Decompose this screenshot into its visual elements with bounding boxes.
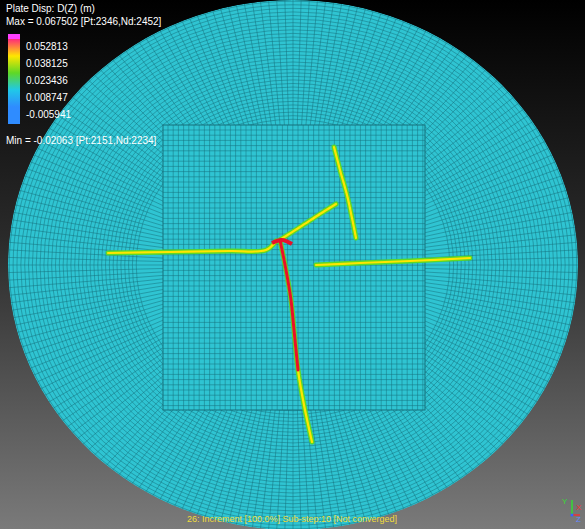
mesh-ring [55, 44, 530, 486]
mesh-ring [136, 119, 450, 411]
colorbar-value: -0.005941 [26, 109, 71, 120]
mesh-ring [113, 98, 473, 432]
mesh-ring [125, 109, 462, 422]
axis-label: Y [562, 498, 567, 507]
crack-bands [108, 147, 470, 442]
mesh-ring [25, 16, 562, 515]
colorbar-swatch [8, 56, 20, 73]
mesh-ring [82, 69, 503, 461]
axis-label: X [576, 504, 581, 513]
mesh-ring [29, 19, 558, 511]
mesh-ring [86, 73, 500, 458]
mesh-ring [132, 116, 453, 415]
mesh-ring [121, 105, 465, 425]
colorbar-swatch [8, 90, 20, 107]
colorbar-swatch [8, 107, 20, 124]
mesh-ring [13, 5, 573, 525]
mesh-ring [44, 33, 542, 496]
plot-title: Plate Disp: D(Z) (m) [6, 3, 95, 14]
colorbar-value: 0.038125 [26, 58, 68, 69]
mesh-ring [21, 12, 565, 518]
mesh-ring [117, 101, 469, 428]
square-mesh [163, 125, 425, 410]
mesh-ring [90, 76, 496, 453]
mesh-ring [32, 23, 553, 508]
mesh-ring [9, 1, 576, 529]
mesh-ring [36, 26, 550, 504]
status-line: 26: Increment [100.0%] Sub-step:10 [Not … [187, 515, 397, 525]
mesh-ring [79, 66, 508, 465]
mesh-ring [52, 41, 535, 490]
colorbar-value: 0.023436 [26, 75, 68, 86]
mesh-ring [40, 30, 546, 500]
plate-disc [8, 0, 578, 529]
axis-label: Z [576, 516, 581, 525]
mesh-ring [71, 58, 515, 471]
mesh-ring [48, 37, 538, 493]
min-readout: Min = -0.02063 [Pt:2151,Nd:2234] [6, 135, 156, 146]
colorbar-swatch [8, 39, 20, 56]
mesh-ring [109, 94, 476, 436]
mesh-ring [59, 48, 526, 483]
colorbar-swatch [8, 73, 20, 90]
mesh-ring [63, 51, 523, 478]
mesh-ring [129, 112, 458, 418]
mesh-ring [102, 87, 485, 443]
max-readout: Max = 0.067502 [Pt:2346,Nd:2452] [6, 16, 161, 27]
mesh-ring [75, 62, 512, 468]
mesh-ring [105, 91, 480, 440]
mesh-ring [17, 8, 569, 521]
colorbar-value: 0.052813 [26, 41, 68, 52]
colorbar-value: 0.008747 [26, 92, 68, 103]
mesh-ring [67, 55, 519, 475]
